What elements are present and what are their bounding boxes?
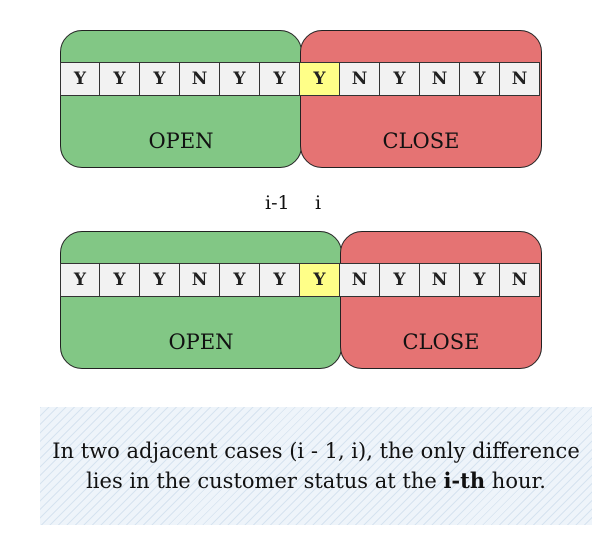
bottom-status-row: Y Y Y N Y Y Y N Y N Y N bbox=[60, 263, 540, 297]
bottom-cell-1: Y bbox=[60, 264, 100, 296]
top-cell-2: Y bbox=[100, 63, 140, 95]
top-cell-5: Y bbox=[220, 63, 260, 95]
bottom-diagram: OPEN CLOSE Y Y Y N Y Y Y N Y N Y N bbox=[60, 231, 542, 371]
top-diagram: OPEN CLOSE Y Y Y N Y Y Y N Y N Y N bbox=[60, 30, 542, 170]
explanation-text: In two adjacent cases (i - 1, i), the on… bbox=[52, 436, 580, 496]
top-status-row: Y Y Y N Y Y Y N Y N Y N bbox=[60, 62, 540, 96]
bottom-cell-4: N bbox=[180, 264, 220, 296]
top-cell-6: Y bbox=[260, 63, 300, 95]
explanation-line-2-bold: i-th bbox=[443, 468, 486, 493]
bottom-cell-12: N bbox=[500, 264, 540, 296]
bottom-open-label: OPEN bbox=[168, 330, 234, 354]
top-cell-8: N bbox=[340, 63, 380, 95]
bottom-cell-3: Y bbox=[140, 264, 180, 296]
bottom-cell-11: Y bbox=[460, 264, 500, 296]
bottom-close-region: CLOSE bbox=[340, 231, 542, 369]
top-cell-4: N bbox=[180, 63, 220, 95]
bottom-cell-2: Y bbox=[100, 264, 140, 296]
explanation-line-1: In two adjacent cases (i - 1, i), the on… bbox=[52, 439, 580, 463]
bottom-cell-8: N bbox=[340, 264, 380, 296]
top-cell-10: N bbox=[420, 63, 460, 95]
top-close-region: CLOSE bbox=[300, 30, 542, 168]
top-cell-1: Y bbox=[60, 63, 100, 95]
top-open-label: OPEN bbox=[148, 129, 214, 153]
top-cell-7-highlighted: Y bbox=[300, 63, 340, 95]
top-cell-12: N bbox=[500, 63, 540, 95]
bottom-open-region: OPEN bbox=[60, 231, 342, 369]
index-label-curr: i bbox=[315, 192, 322, 214]
top-close-label: CLOSE bbox=[382, 129, 460, 153]
top-cell-11: Y bbox=[460, 63, 500, 95]
top-cell-3: Y bbox=[140, 63, 180, 95]
index-label-prev: i-1 bbox=[265, 192, 290, 214]
bottom-cell-6: Y bbox=[260, 264, 300, 296]
top-cell-9: Y bbox=[380, 63, 420, 95]
bottom-cell-9: Y bbox=[380, 264, 420, 296]
explanation-line-2-prefix: lies in the customer status at the bbox=[86, 469, 444, 493]
explanation-note: In two adjacent cases (i - 1, i), the on… bbox=[40, 407, 592, 525]
bottom-cell-5: Y bbox=[220, 264, 260, 296]
bottom-close-label: CLOSE bbox=[402, 330, 480, 354]
explanation-line-2-suffix: hour. bbox=[485, 469, 546, 493]
bottom-cell-7-highlighted: Y bbox=[300, 264, 340, 296]
top-open-region: OPEN bbox=[60, 30, 302, 168]
bottom-cell-10: N bbox=[420, 264, 460, 296]
